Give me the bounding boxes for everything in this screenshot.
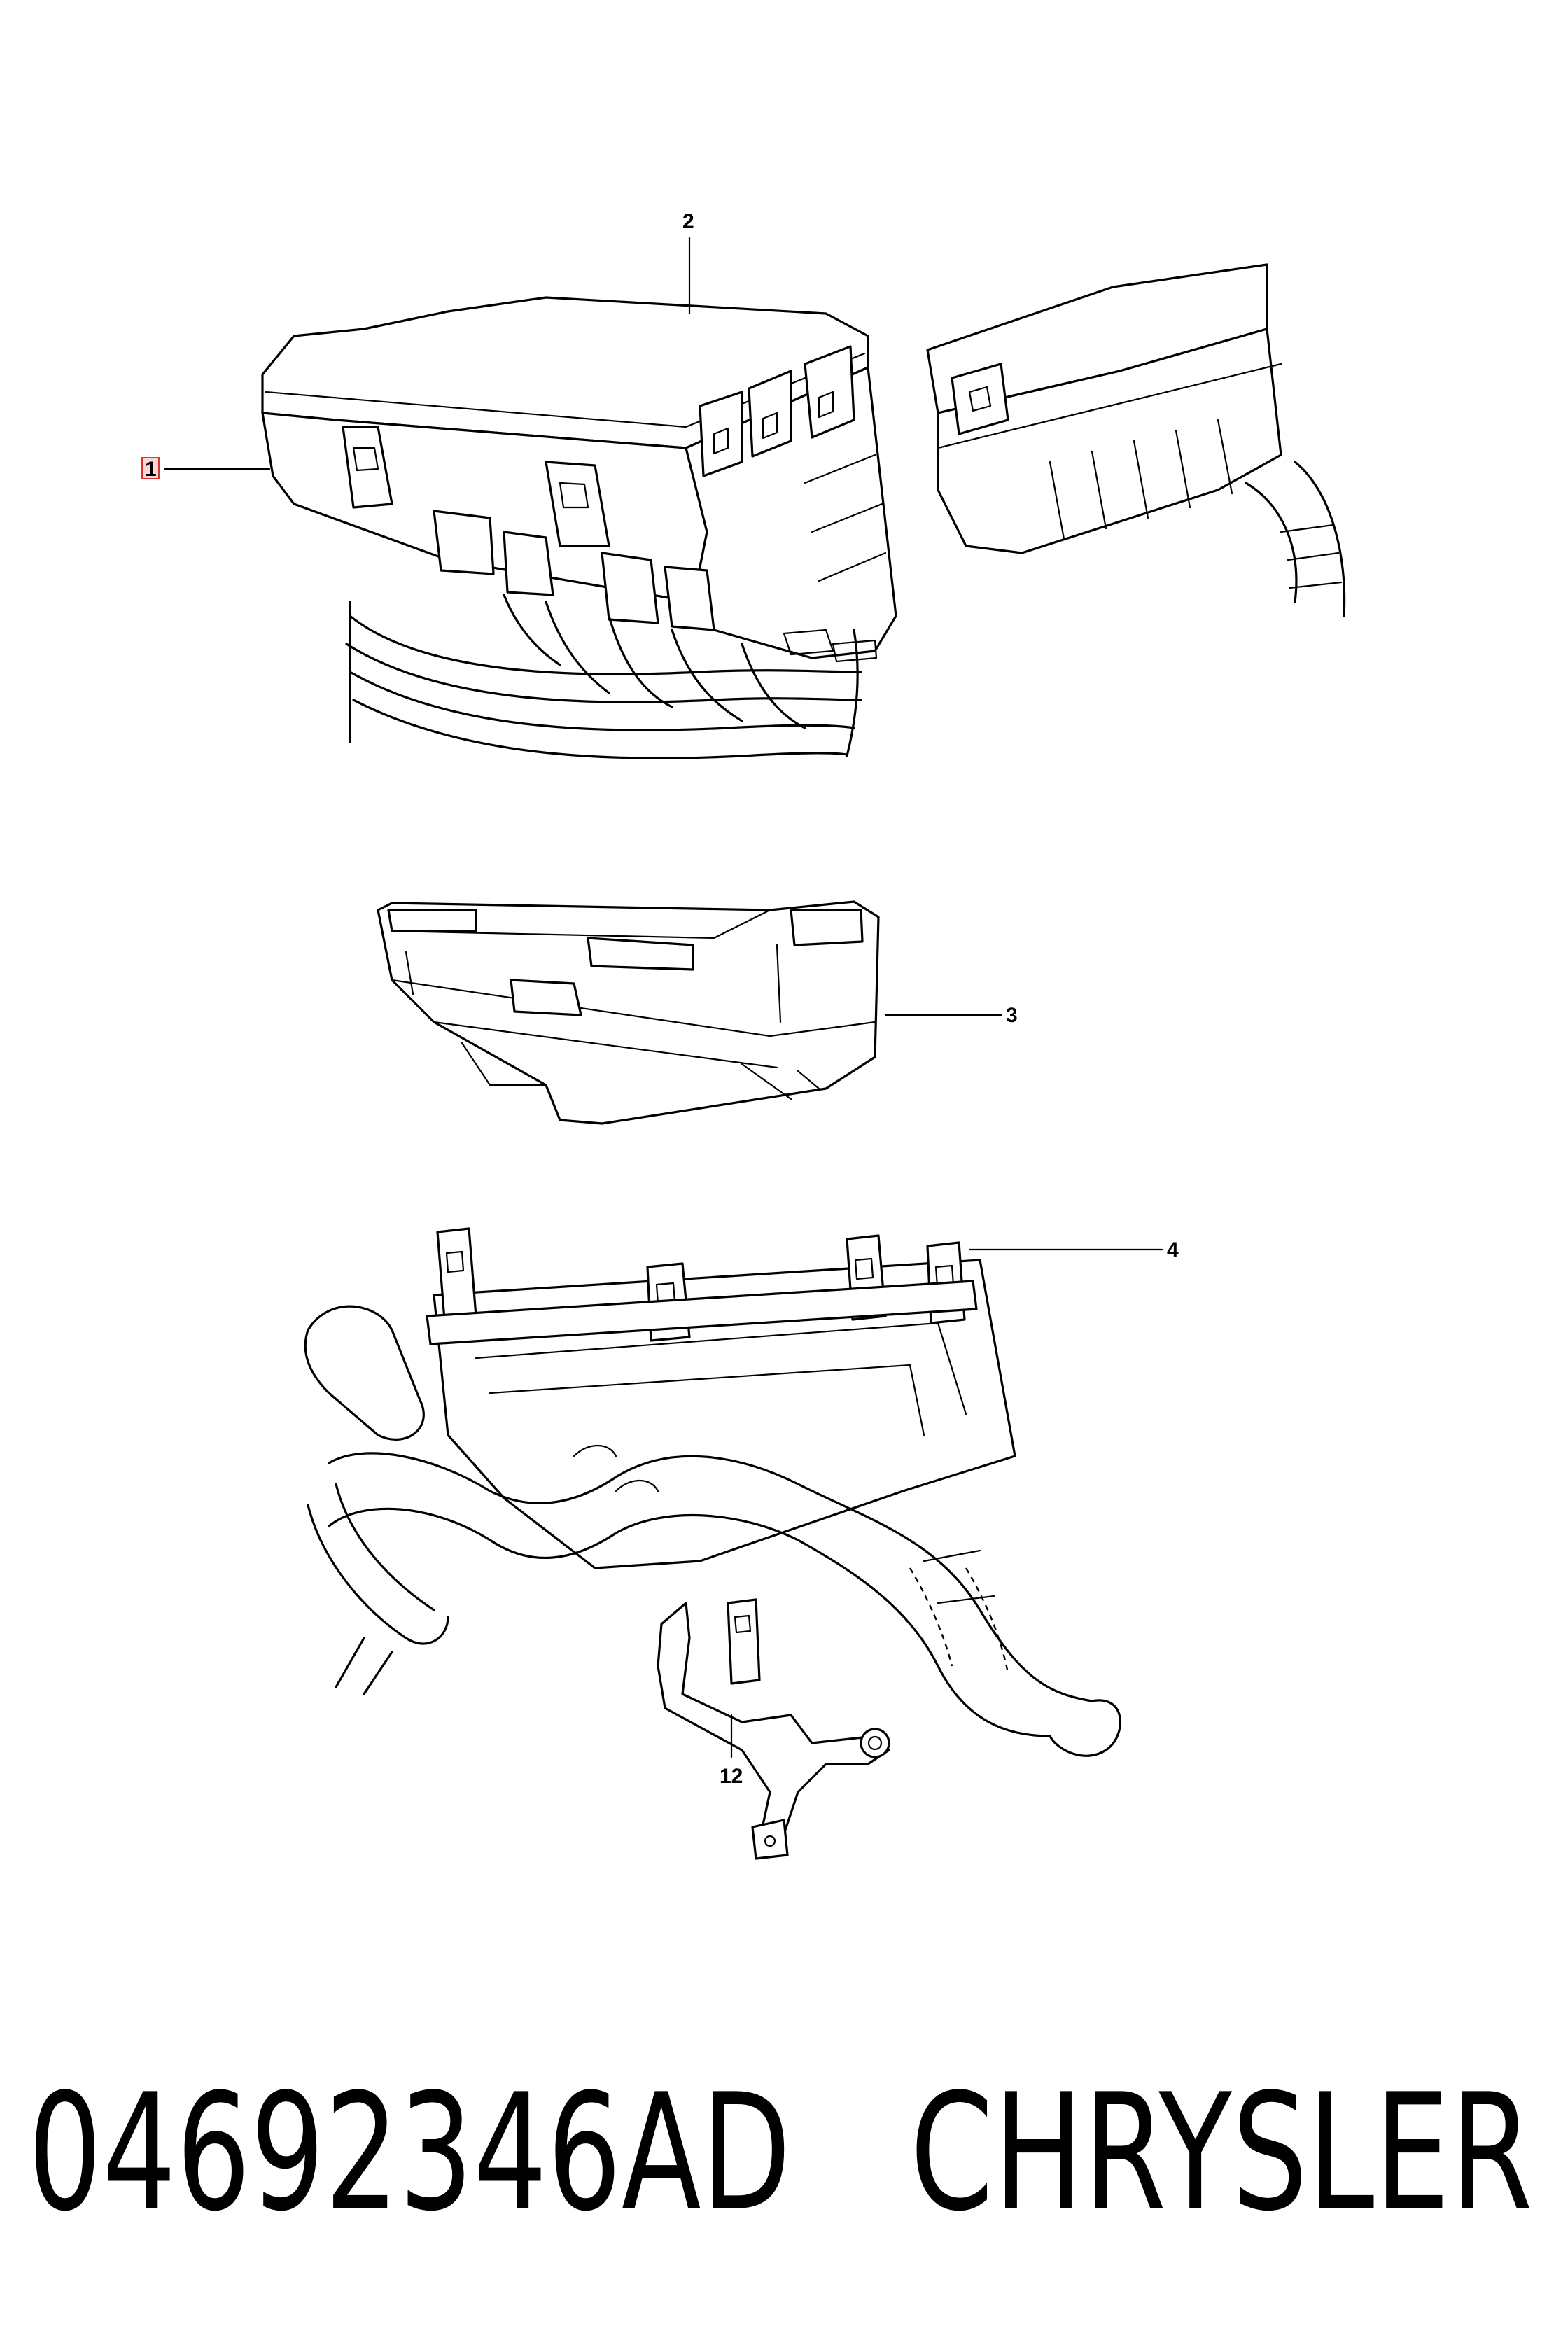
brand-name: CHRYSLER bbox=[910, 2060, 1533, 2247]
relay-module bbox=[926, 263, 1346, 617]
callout-2[interactable]: 2 bbox=[682, 210, 694, 233]
callout-1[interactable]: 1 bbox=[145, 458, 157, 481]
part-number: 04692346AD bbox=[28, 2060, 791, 2247]
callout-4[interactable]: 4 bbox=[1167, 1238, 1179, 1261]
part-4-bracket-with-harness bbox=[304, 1227, 1121, 1757]
leader-lines bbox=[164, 237, 1163, 1758]
callout-1-highlight bbox=[141, 457, 160, 479]
part-2-power-distribution-center bbox=[261, 296, 897, 760]
part-12-ground-strap bbox=[657, 1598, 890, 1860]
part-3-tray bbox=[377, 900, 880, 1125]
callout-3[interactable]: 3 bbox=[1006, 1004, 1018, 1027]
callout-12[interactable]: 12 bbox=[720, 1765, 743, 1788]
